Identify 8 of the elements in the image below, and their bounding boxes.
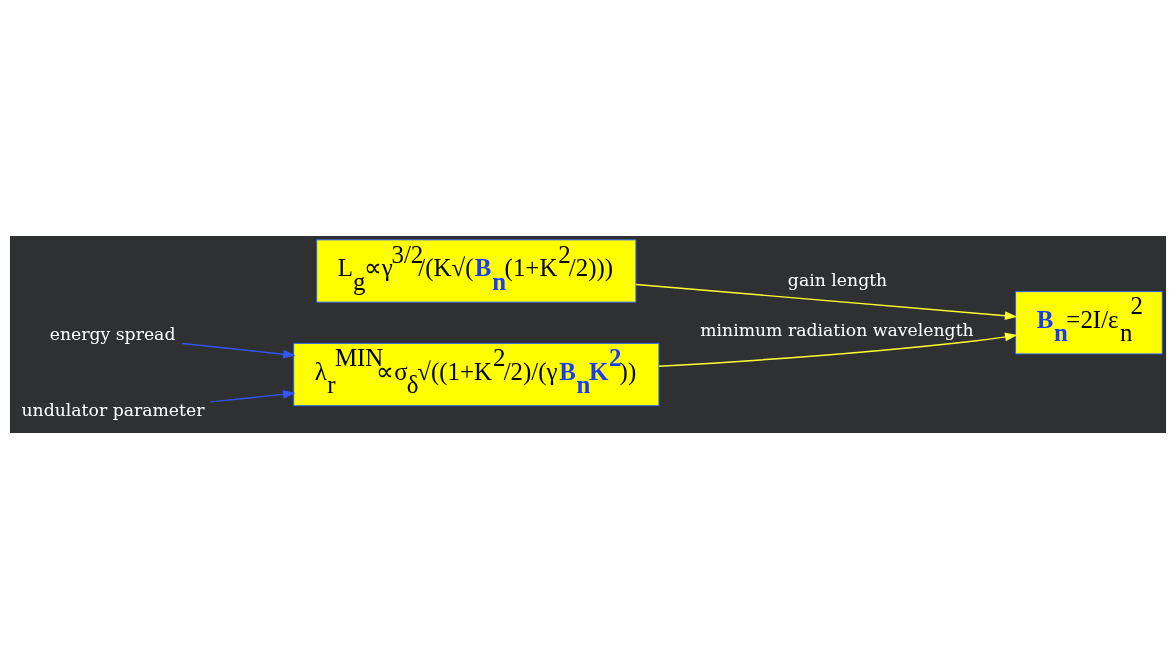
edge-label: gain length	[787, 269, 888, 290]
arrow	[658, 332, 1018, 367]
arrow	[209, 390, 296, 403]
arrow	[181, 342, 296, 359]
edge-label: minimum radiation wavelength	[700, 319, 974, 340]
node-text: undulator parameter	[21, 400, 205, 421]
node-text: energy spread	[49, 324, 176, 345]
arrow	[635, 283, 1018, 321]
